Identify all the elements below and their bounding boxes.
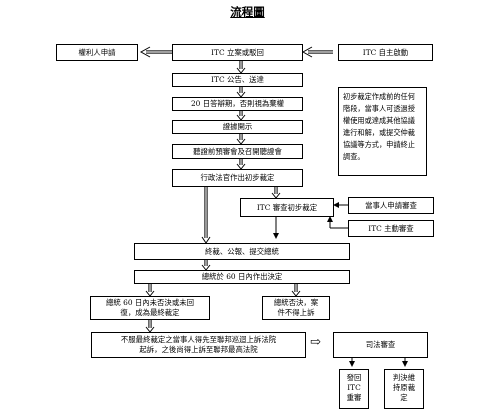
initial-to-review-arrow: [271, 187, 281, 199]
node-itc-decide: ITC 立案或駁回: [172, 44, 303, 61]
page-title: 流程圖: [230, 5, 265, 19]
node-itc-self: ITC 自主啟動: [338, 44, 433, 61]
node-note: 初步裁定作成前的任何階段，當事人可透過授權使用或達成其他協議進行和解，或提交仲裁…: [338, 87, 427, 176]
initial-to-final-arrow: [201, 187, 211, 244]
node-initial: 行政法官作出初步裁定: [172, 169, 303, 187]
node-president: 總統於 60 日內作出決定: [134, 270, 350, 284]
arrow-to-petitioner: [139, 46, 172, 58]
node-affirm: 判決維 持原裁 定: [384, 369, 424, 409]
node-prehearing: 聽證前預審會及召開聽證會: [172, 144, 303, 159]
node-petitioner: 權利人申請: [56, 44, 138, 61]
node-appeal: 不服最終裁定之當事人得先至聯邦巡迴上訴法院 起訴，之後尚得上訴至聯邦最高法院: [91, 332, 306, 358]
node-answer: 20 日答辯期，否則視為棄權: [172, 97, 303, 111]
node-announce: ITC 公告、送達: [172, 73, 303, 87]
node-no-veto: 總統 60 日內未否決或未回 復，成為最終裁定: [90, 296, 210, 320]
president-to-outcomes: [145, 284, 301, 297]
node-party-review: 當事人申請審查: [348, 197, 434, 214]
node-final: 終裁、公報、提交總統: [134, 243, 350, 260]
noveto-to-appeal-arrow: [145, 320, 155, 333]
node-discovery: 證據開示: [172, 120, 303, 134]
arrow-from-self: [301, 46, 333, 58]
node-remand: 發回 ITC 重審: [339, 369, 369, 409]
node-veto: 總統否決，案 件不得上訴: [262, 296, 330, 320]
appeal-to-judicial-arrow: ⇨: [310, 335, 321, 350]
node-judicial: 司法審查: [333, 332, 428, 358]
flow-connectors: [139, 46, 408, 367]
node-review: ITC 審查初步裁定: [240, 198, 334, 217]
final-to-president-arrow: [201, 260, 211, 271]
node-itc-review: ITC 主動審查: [348, 220, 434, 237]
